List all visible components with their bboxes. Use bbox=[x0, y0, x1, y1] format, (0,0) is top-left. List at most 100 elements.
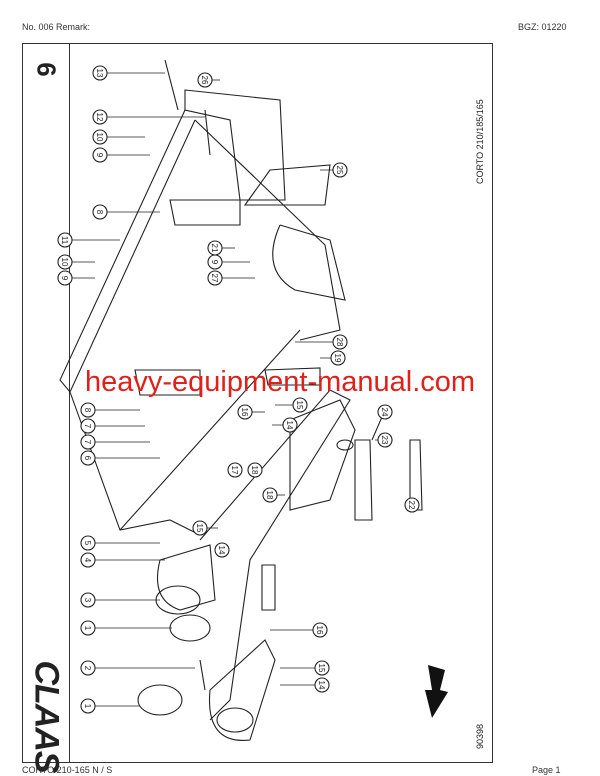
callout-number: 14 bbox=[317, 681, 326, 690]
callout-circle bbox=[80, 418, 96, 434]
callout-circle bbox=[92, 204, 108, 220]
callout-circle bbox=[247, 462, 263, 478]
callout-23: 23 bbox=[375, 432, 393, 448]
callout-1: 1 bbox=[80, 698, 140, 714]
callout-11: 11 bbox=[57, 232, 120, 248]
callout-8: 8 bbox=[92, 204, 160, 220]
callout-number: 24 bbox=[380, 408, 389, 417]
callout-circle bbox=[92, 147, 108, 163]
callout-circle bbox=[57, 254, 73, 270]
callout-number: 3 bbox=[83, 598, 92, 603]
header-left: No. 006 Remark: bbox=[22, 22, 91, 32]
callout-circle bbox=[80, 450, 96, 466]
callout-15: 15 bbox=[192, 520, 218, 536]
footer-left: CORTO 210-165 N / S bbox=[22, 765, 113, 775]
callout-number: 17 bbox=[230, 466, 239, 475]
callout-number: 4 bbox=[83, 558, 92, 563]
callout-number: 12 bbox=[95, 113, 104, 122]
callout-number: 23 bbox=[380, 436, 389, 445]
callout-number: 22 bbox=[407, 501, 416, 510]
callout-circle bbox=[330, 350, 346, 366]
callout-27: 27 bbox=[207, 270, 255, 286]
callout-circle bbox=[197, 72, 213, 88]
callout-number: 1 bbox=[83, 704, 92, 709]
callout-circle bbox=[57, 270, 73, 286]
callout-number: 25 bbox=[335, 166, 344, 175]
callout-number: 5 bbox=[83, 541, 92, 546]
callout-number: 7 bbox=[83, 440, 92, 445]
callout-circle bbox=[92, 109, 108, 125]
callout-14: 14 bbox=[280, 677, 330, 693]
callout-18: 18 bbox=[247, 462, 263, 478]
callout-7: 7 bbox=[80, 418, 145, 434]
direction-arrow-icon bbox=[425, 665, 448, 718]
callout-9: 9 bbox=[57, 270, 95, 286]
footer-right: Page 1 bbox=[532, 765, 561, 775]
callout-number: 28 bbox=[335, 338, 344, 347]
callout-circle bbox=[377, 404, 393, 420]
callout-number: 15 bbox=[195, 524, 204, 533]
callout-5: 5 bbox=[80, 535, 160, 551]
callouts: 1326121092581121109927281987761615142423… bbox=[57, 65, 420, 714]
callout-13: 13 bbox=[92, 65, 165, 81]
callout-circle bbox=[314, 660, 330, 676]
callout-circle bbox=[207, 254, 223, 270]
callout-circle bbox=[404, 497, 420, 513]
callout-circle bbox=[80, 620, 96, 636]
callout-number: 1 bbox=[83, 626, 92, 631]
callout-12: 12 bbox=[92, 109, 205, 125]
callout-16: 16 bbox=[270, 622, 328, 638]
callout-number: 9 bbox=[60, 276, 69, 281]
callout-number: 26 bbox=[200, 76, 209, 85]
callout-number: 16 bbox=[240, 408, 249, 417]
callout-circle bbox=[282, 417, 298, 433]
callout-10: 10 bbox=[92, 129, 145, 145]
callout-number: 16 bbox=[315, 626, 324, 635]
callout-circle bbox=[314, 677, 330, 693]
callout-number: 14 bbox=[285, 421, 294, 430]
callout-number: 7 bbox=[83, 424, 92, 429]
callout-14: 14 bbox=[214, 542, 230, 558]
side-strip: 6 CLAAS bbox=[23, 44, 70, 773]
callout-1: 1 bbox=[80, 620, 172, 636]
callout-number: 10 bbox=[95, 133, 104, 142]
callout-number: 11 bbox=[60, 236, 69, 245]
callout-8: 8 bbox=[80, 402, 140, 418]
callout-7: 7 bbox=[80, 434, 150, 450]
callout-circle bbox=[57, 232, 73, 248]
callout-circle bbox=[332, 162, 348, 178]
callout-number: 8 bbox=[83, 408, 92, 413]
callout-circle bbox=[80, 402, 96, 418]
callout-21: 21 bbox=[207, 240, 235, 256]
callout-circle bbox=[80, 535, 96, 551]
callout-number: 18 bbox=[250, 466, 259, 475]
callout-15: 15 bbox=[280, 660, 330, 676]
callout-number: 8 bbox=[95, 210, 104, 215]
callout-26: 26 bbox=[197, 72, 220, 88]
callout-18: 18 bbox=[262, 487, 285, 503]
header-right: BGZ: 01220 bbox=[518, 22, 567, 32]
callout-circle bbox=[80, 660, 96, 676]
callout-circle bbox=[92, 129, 108, 145]
callout-number: 18 bbox=[265, 491, 274, 500]
callout-6: 6 bbox=[80, 450, 160, 466]
callout-number: 9 bbox=[95, 153, 104, 158]
callout-circle bbox=[377, 432, 393, 448]
callout-15: 15 bbox=[275, 397, 308, 413]
callout-19: 19 bbox=[320, 350, 346, 366]
callout-number: 6 bbox=[83, 456, 92, 461]
watermark: heavy-equipment-manual.com bbox=[85, 366, 476, 398]
callout-circle bbox=[80, 592, 96, 608]
callout-circle bbox=[312, 622, 328, 638]
callout-number: 13 bbox=[95, 69, 104, 78]
callout-circle bbox=[227, 462, 243, 478]
callout-number: 21 bbox=[210, 244, 219, 253]
callout-circle bbox=[207, 270, 223, 286]
callout-17: 17 bbox=[227, 462, 243, 478]
callout-22: 22 bbox=[404, 497, 420, 513]
callout-number: 15 bbox=[317, 664, 326, 673]
callout-14: 14 bbox=[272, 417, 298, 433]
callout-circle bbox=[80, 552, 96, 568]
diagram-frame: 6 CLAAS CORTO 210/185/165 90398 bbox=[22, 43, 493, 773]
callout-4: 4 bbox=[80, 552, 165, 568]
